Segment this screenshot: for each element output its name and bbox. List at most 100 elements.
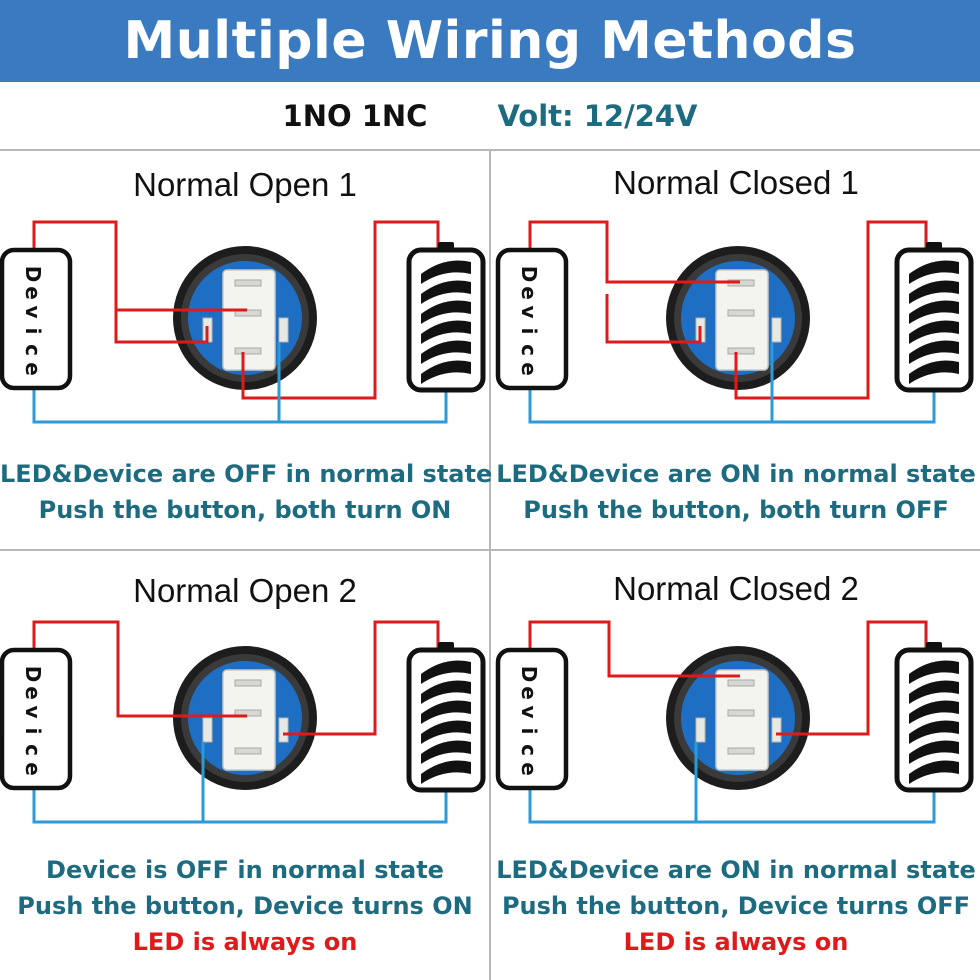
device-frame [0, 247, 73, 391]
wire-led-feed [114, 294, 209, 344]
wiring-diagram: Device [0, 620, 486, 824]
wire-negative [528, 788, 936, 824]
battery-stripes [421, 660, 471, 784]
wire-device-to-switch [32, 220, 247, 312]
device-letter: e [517, 286, 541, 300]
device-box: Device [495, 647, 569, 791]
device-letter: D [21, 666, 45, 683]
wires [528, 620, 936, 824]
page-title: Multiple Wiring Methods [123, 11, 857, 71]
device-letter: D [517, 266, 541, 283]
battery-stripe [421, 320, 471, 344]
wire-battery-positive [776, 620, 928, 736]
battery-stripe [421, 280, 471, 304]
battery-stripe [421, 740, 471, 764]
led-terminal [278, 717, 289, 743]
device-letter: i [21, 328, 45, 335]
contact-pin [234, 347, 262, 355]
desc-line-2: Push the button, Device turns OFF [501, 892, 971, 920]
contact-pin [727, 347, 755, 355]
contact-pin [234, 279, 262, 287]
panel-title: Normal Closed 1 [613, 164, 859, 201]
battery-stripe [421, 660, 471, 684]
contact-pin [234, 747, 262, 755]
wire-led-feed [605, 294, 702, 344]
battery-stripe [421, 720, 471, 744]
battery-icon [894, 242, 974, 393]
device-box: Device [495, 247, 569, 391]
device-letter: c [21, 344, 45, 356]
device-letter: e [517, 362, 541, 376]
desc-line-2: Push the button, both turn ON [38, 496, 452, 524]
desc-line-2: Push the button, Device turns ON [17, 892, 473, 920]
wiring-diagram: Device [495, 220, 974, 424]
device-letter: c [517, 344, 541, 356]
wire-negative [32, 388, 448, 424]
divider-vertical [489, 150, 491, 980]
battery-stripe [421, 760, 471, 784]
device-letter: e [21, 762, 45, 776]
battery-stripes [909, 660, 959, 784]
battery-stripe [909, 720, 959, 744]
battery-stripe [909, 740, 959, 764]
wire-battery-positive [734, 220, 928, 400]
battery-icon [406, 242, 486, 393]
push-button-switch [666, 246, 810, 390]
device-letter: v [21, 705, 45, 718]
device-letter: e [517, 686, 541, 700]
battery-stripe [909, 760, 959, 784]
battery-stripes [421, 260, 471, 384]
contact-type: 1NO 1NC [282, 99, 428, 133]
led-terminal [278, 317, 289, 343]
wires [32, 220, 448, 424]
voltage-spec: Volt: 12/24V [497, 99, 698, 133]
wire-device-to-switch [528, 220, 740, 284]
push-button-switch [173, 646, 317, 790]
wire-negative [528, 388, 936, 424]
device-letter: D [21, 266, 45, 283]
contact-pin [727, 679, 755, 687]
terminal-block [715, 269, 769, 371]
panel-description: Device is OFF in normal state Push the b… [0, 852, 490, 960]
desc-line-1: LED&Device are ON in normal state [496, 856, 976, 884]
panel-description: LED&Device are ON in normal state Push t… [491, 456, 980, 528]
terminal-block [222, 269, 276, 371]
battery-stripe [909, 700, 959, 724]
contact-pin [727, 309, 755, 317]
wire-battery-positive [241, 220, 440, 400]
led-note: LED is always on [132, 928, 358, 956]
device-frame [495, 647, 569, 791]
battery-stripe [421, 700, 471, 724]
panel-description: LED&Device are OFF in normal state Push … [0, 456, 493, 528]
desc-line-1: LED&Device are OFF in normal state [0, 460, 493, 488]
battery-icon [406, 642, 486, 793]
device-letter: i [517, 728, 541, 735]
battery-stripe [421, 680, 471, 704]
device-letter: v [21, 305, 45, 318]
push-button-switch [666, 646, 810, 790]
wiring-diagram: Device [495, 620, 974, 824]
header-banner: Multiple Wiring Methods [0, 0, 980, 82]
wire-device-to-switch [32, 620, 247, 718]
panel-title: Normal Open 2 [133, 572, 357, 609]
battery-stripe [421, 360, 471, 384]
terminal-block [222, 669, 276, 771]
device-letter: i [21, 728, 45, 735]
battery-stripe [909, 320, 959, 344]
device-letter: e [21, 362, 45, 376]
device-letter: v [517, 705, 541, 718]
push-button-switch [173, 246, 317, 390]
battery-stripe [909, 680, 959, 704]
device-letter: c [517, 744, 541, 756]
device-letter: D [517, 666, 541, 683]
wire-device-to-switch [528, 620, 740, 678]
battery-stripe [909, 340, 959, 364]
desc-line-2: Push the button, both turn OFF [523, 496, 949, 524]
device-letter: e [21, 686, 45, 700]
battery-stripe [421, 300, 471, 324]
device-letter: v [517, 305, 541, 318]
